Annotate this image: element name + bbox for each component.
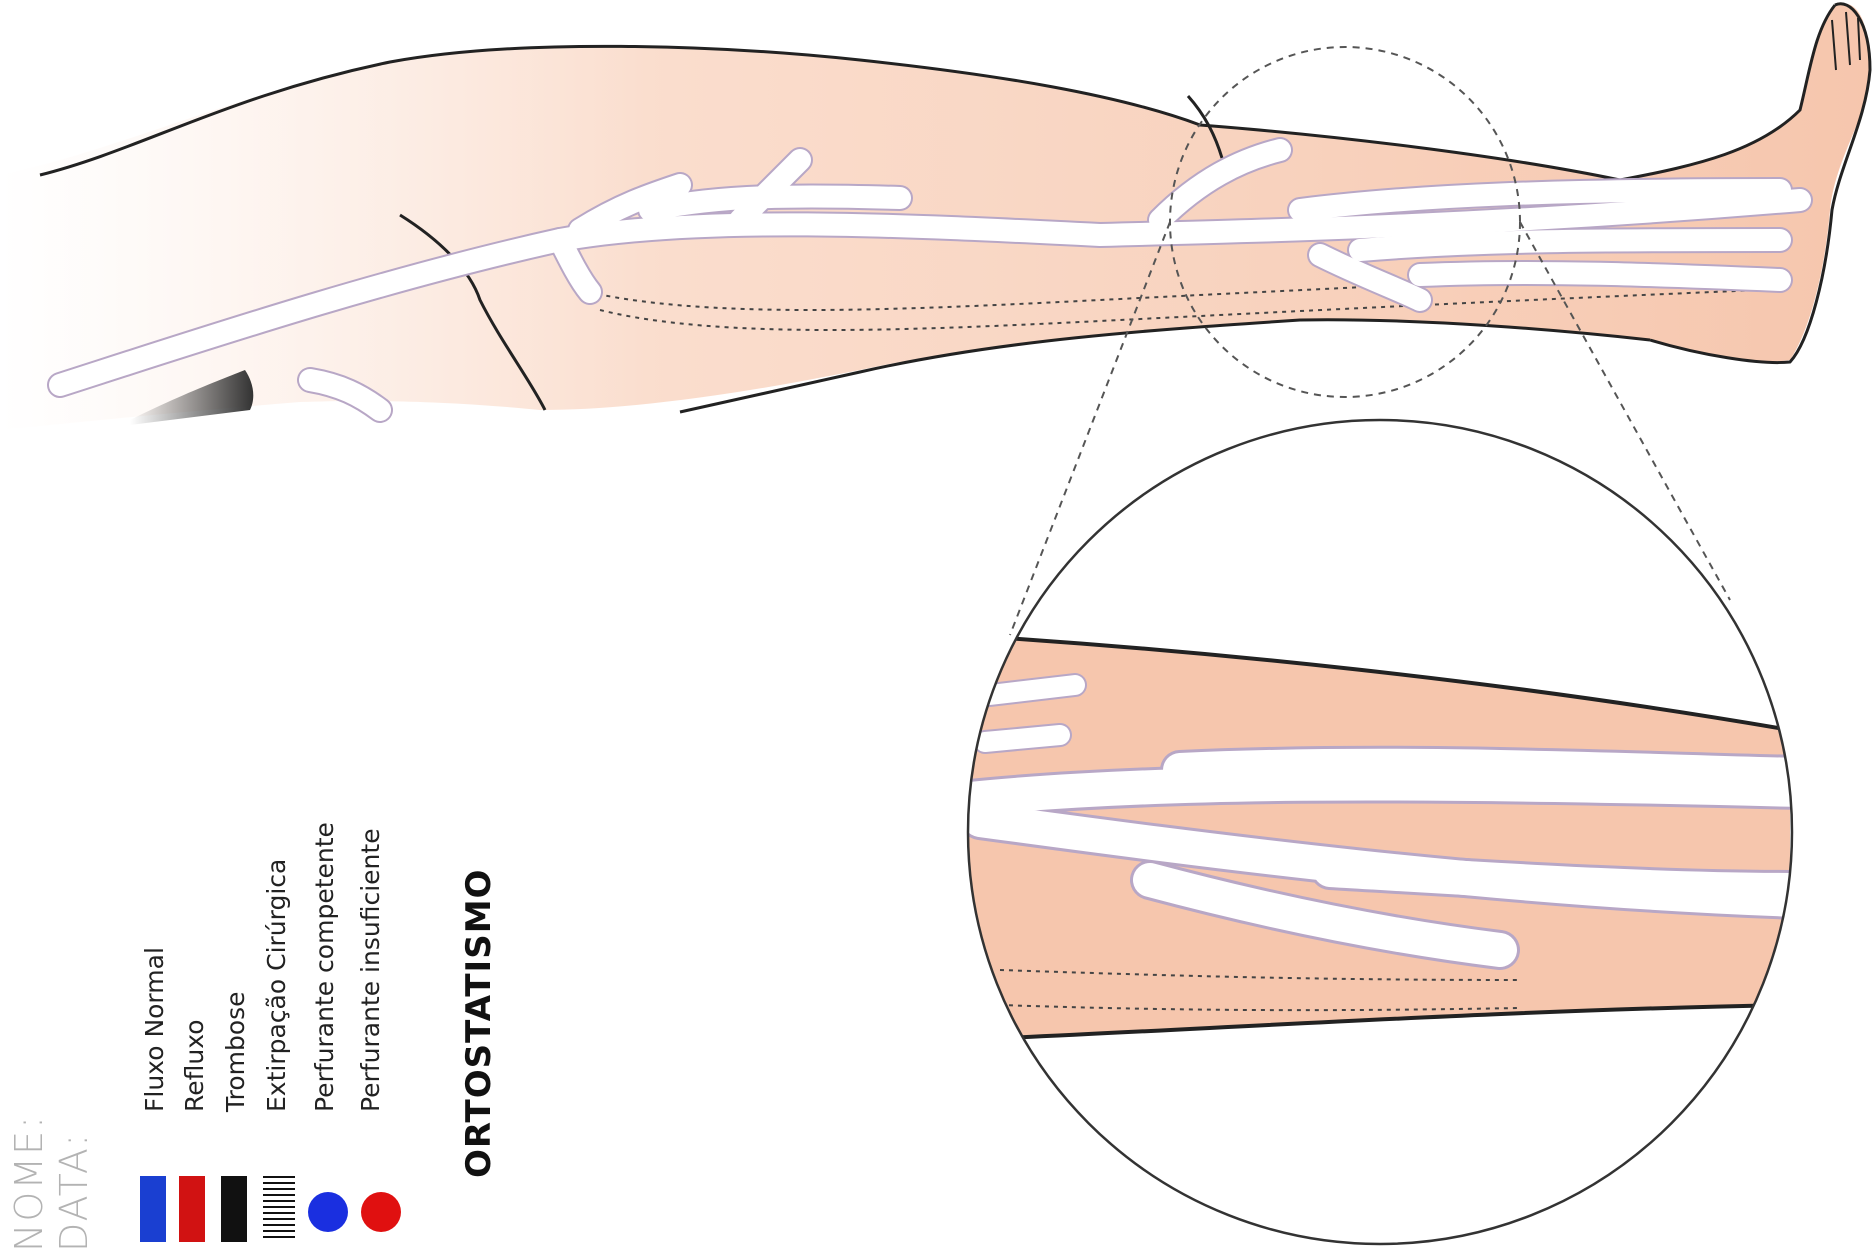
legend-swatch-surgical-removal [263, 1176, 295, 1242]
diagram-title: ORTOSTATISMO [462, 869, 496, 1178]
legend-label-reflux: Refluxo [182, 1019, 207, 1112]
name-label: NOME: [10, 1114, 48, 1252]
legend-label-competent-perforator: Perfurante competente [312, 822, 337, 1112]
legend-dot-competent-perforator [308, 1192, 348, 1232]
date-label: DATA: [55, 1132, 93, 1252]
zoom-detail [960, 400, 1810, 1257]
legend-swatch-thrombosis [221, 1176, 247, 1242]
legend-label-normal-flow: Fluxo Normal [142, 947, 167, 1112]
legend-label-thrombosis: Trombose [223, 991, 248, 1112]
legend-dot-insufficient-perforator [361, 1192, 401, 1232]
legend-label-surgical-removal: Extirpação Cirúrgica [264, 859, 289, 1112]
legend-swatch-reflux [179, 1176, 205, 1242]
legend-swatch-normal-flow [140, 1176, 166, 1242]
legend-label-insufficient-perforator: Perfurante insuficiente [358, 828, 383, 1112]
